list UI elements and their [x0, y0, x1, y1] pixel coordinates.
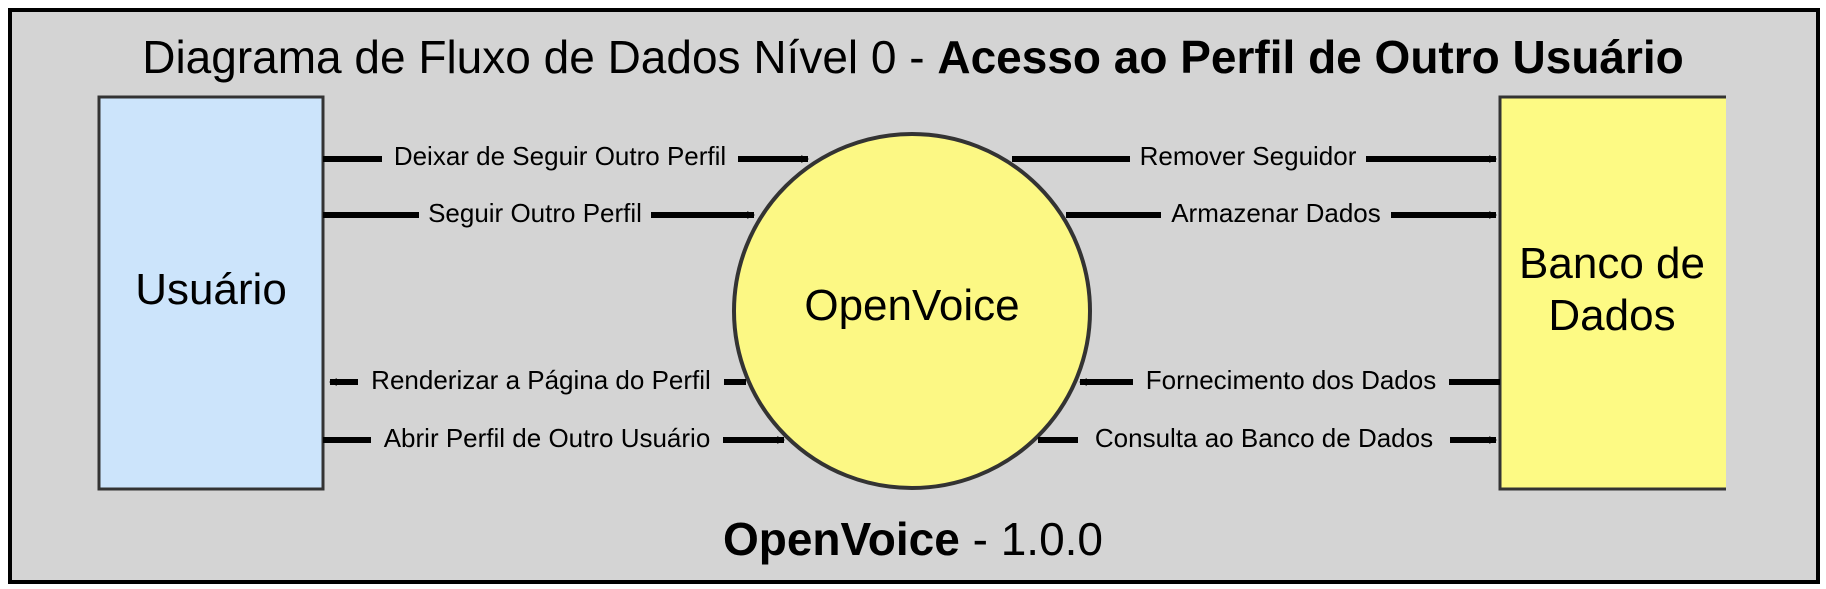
user-entity-box: [97, 95, 325, 491]
flow-store-data: Armazenar Dados: [1066, 198, 1497, 230]
footer-version: - 1.0.0: [959, 513, 1104, 565]
flow-unfollow-label: Deixar de Seguir Outro Perfil: [394, 141, 726, 171]
flow-render-profile-label-bg: [358, 365, 724, 397]
flow-query-db: Consulta ao Banco de Dados: [1038, 423, 1497, 455]
flow-supply-data-label: Fornecimento dos Dados: [1146, 365, 1436, 395]
flow-remove-follower-label-bg: [1130, 142, 1366, 174]
footer-app-name: OpenVoice: [722, 513, 960, 565]
flow-store-data-label-bg: [1161, 198, 1391, 230]
flow-follow: Seguir Outro Perfil: [323, 198, 755, 230]
flow-render-profile-label: Renderizar a Página do Perfil: [371, 365, 711, 395]
flow-open-profile-label-bg: [371, 423, 723, 455]
flow-render-profile: Renderizar a Página do Perfil: [329, 365, 746, 397]
process-label: OpenVoice: [804, 281, 1019, 330]
flow-follow-label: Seguir Outro Perfil: [428, 198, 642, 228]
flow-remove-follower: Remover Seguidor: [1012, 141, 1497, 174]
diagram-title: Diagrama de Fluxo de Dados Nível 0 - Ace…: [0, 30, 1826, 84]
flow-query-db-label: Consulta ao Banco de Dados: [1095, 423, 1433, 453]
title-prefix: Diagrama de Fluxo de Dados Nível 0 -: [142, 31, 938, 83]
diagram-footer: OpenVoice - 1.0.0: [0, 512, 1826, 566]
flow-unfollow-label-bg: [382, 142, 738, 174]
flow-supply-data-label-bg: [1133, 365, 1449, 397]
flow-unfollow: Deixar de Seguir Outro Perfil: [323, 141, 809, 174]
database-label-line2: Dados: [1548, 291, 1675, 340]
flow-query-db-label-bg: [1078, 423, 1450, 455]
flow-supply-data: Fornecimento dos Dados: [1079, 365, 1500, 397]
title-emphasis: Acesso ao Perfil de Outro Usuário: [937, 31, 1684, 83]
flow-open-profile-label: Abrir Perfil de Outro Usuário: [384, 423, 711, 453]
database-box: [1500, 97, 1726, 489]
user-entity-label: Usuário: [135, 265, 287, 314]
database-label-line1: Banco de: [1519, 239, 1705, 288]
database-border: [1498, 95, 1726, 491]
flow-store-data-label: Armazenar Dados: [1171, 198, 1381, 228]
flow-open-profile: Abrir Perfil de Outro Usuário: [323, 423, 785, 455]
process-circle: [732, 132, 1092, 490]
flow-follow-label-bg: [419, 198, 651, 230]
flow-remove-follower-label: Remover Seguidor: [1140, 141, 1357, 171]
